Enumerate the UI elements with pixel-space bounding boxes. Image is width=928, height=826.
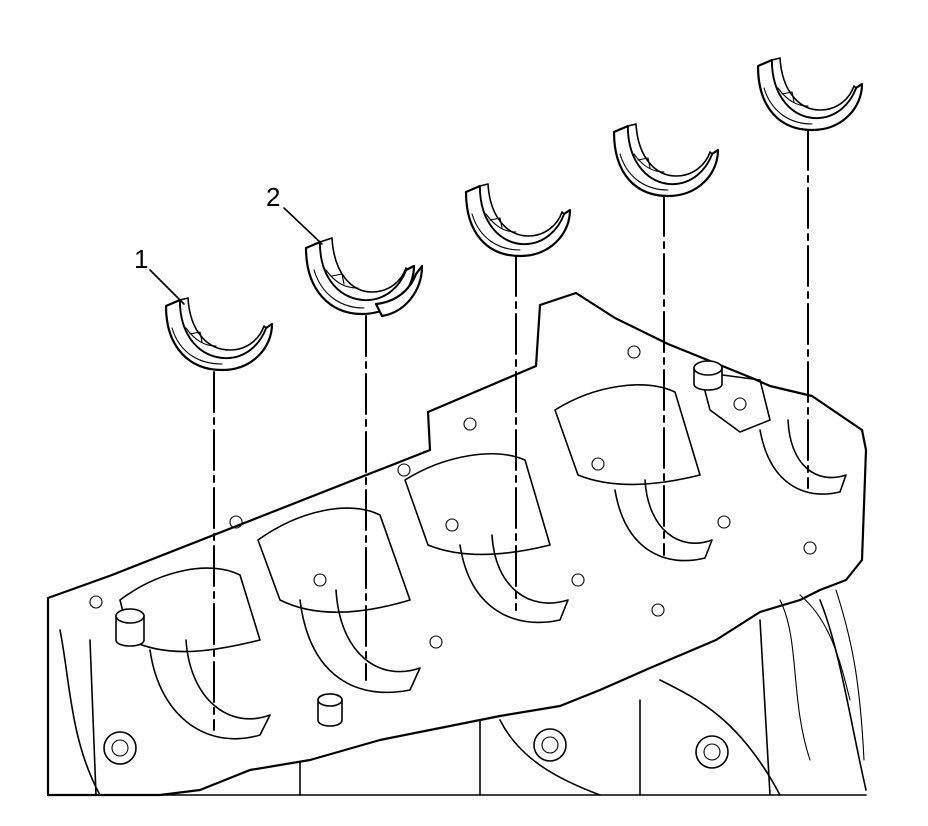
journal-saddle-2 [299, 589, 421, 694]
bore-opening-1 [119, 567, 261, 653]
engine-block [46, 291, 868, 797]
dowel-pins [115, 360, 723, 727]
bore-opening-3 [404, 453, 551, 556]
bearing-shell-5 [756, 57, 864, 132]
bearing-shell-3 [464, 183, 572, 258]
callout-2-label: 2 [266, 182, 280, 212]
block-deck-outline [46, 291, 868, 797]
bearing-shell-1 [164, 297, 274, 372]
block-lower-structure [47, 589, 867, 796]
callouts: 1 2 [134, 182, 323, 305]
alignment-centerlines [213, 129, 809, 731]
bearing-shells [164, 57, 864, 372]
bolt-holes [89, 345, 817, 649]
bore-opening-5 [699, 371, 771, 433]
journal-saddle-5 [759, 419, 847, 495]
callout-1-label: 1 [134, 244, 148, 274]
bearing-shell-2 [304, 237, 424, 318]
journal-saddle-4 [614, 479, 713, 562]
journal-saddle-1 [149, 639, 271, 740]
callout-2: 2 [266, 182, 323, 245]
bearing-shell-4 [612, 123, 720, 198]
journal-saddle-3 [459, 534, 569, 624]
callout-1: 1 [134, 244, 185, 305]
bore-opening-2 [257, 507, 411, 613]
bore-opening-4 [554, 384, 701, 486]
